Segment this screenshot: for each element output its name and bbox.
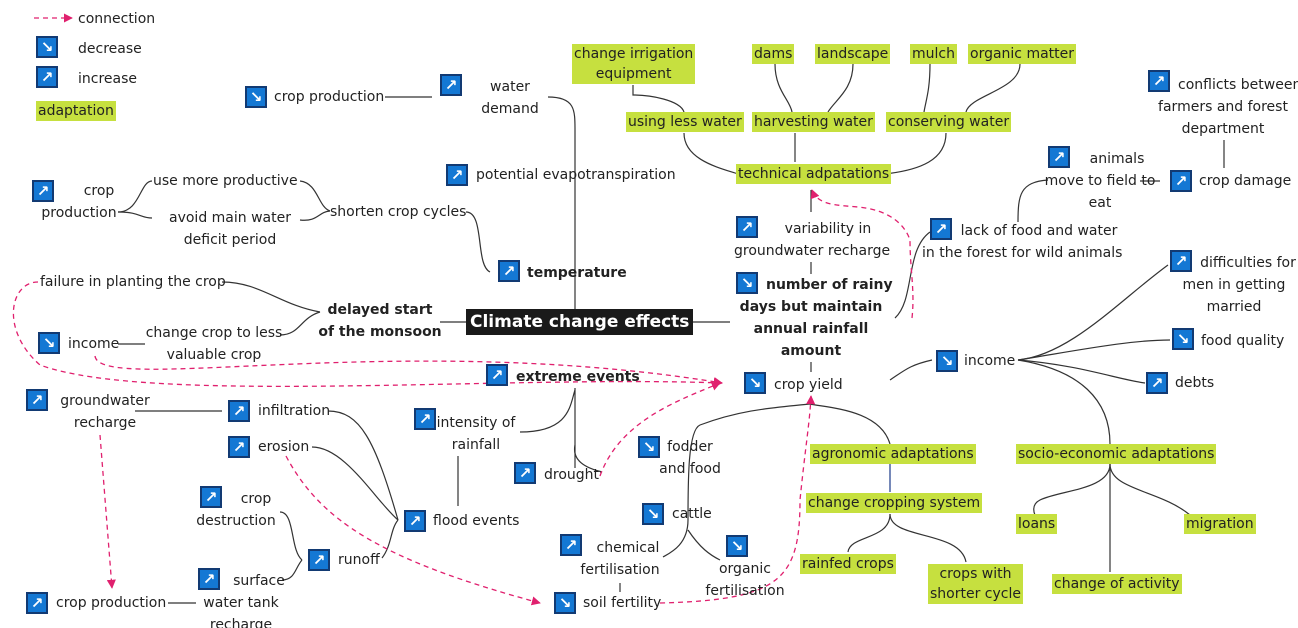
- legend-adaptation-label: adaptation: [36, 101, 116, 121]
- node-chemical-fert: chemical fertilisation: [580, 540, 660, 578]
- node-change-activity: change of activity: [1052, 574, 1182, 594]
- node-rainy-days: number of rainy days but maintain annual…: [739, 277, 893, 359]
- node-crop-destruction: crop destruction: [196, 491, 276, 529]
- arrow-down-right-icon: ↘: [936, 350, 958, 372]
- node-crop-production-left: crop production: [41, 183, 117, 221]
- node-avoid-deficit: avoid main water deficit period: [169, 210, 291, 248]
- arrow-up-right-icon: ↗: [1170, 250, 1192, 272]
- arrow-up-right-icon: ↗: [486, 364, 508, 386]
- node-extreme-events: extreme events: [516, 369, 640, 385]
- node-change-crop: change crop to less valuable crop: [145, 325, 283, 363]
- arrow-down-right-icon: ↘: [36, 36, 58, 58]
- arrow-down-right-icon: ↘: [38, 332, 60, 354]
- arrow-up-right-icon: ↗: [514, 462, 536, 484]
- arrow-up-right-icon: ↗: [26, 389, 48, 411]
- arrow-up-right-icon: ↗: [404, 510, 426, 532]
- node-conflicts: conflicts between farmers and forest dep…: [1158, 77, 1298, 137]
- node-dams: dams: [752, 44, 795, 64]
- node-harvesting-water: harvesting water: [752, 112, 875, 132]
- arrow-up-right-icon: ↗: [200, 486, 222, 508]
- node-intensity-rainfall: intensity of rainfall: [436, 415, 516, 453]
- arrow-up-right-icon: ↗: [198, 568, 220, 590]
- arrow-up-right-icon: ↗: [560, 534, 582, 556]
- node-mulch: mulch: [910, 44, 957, 64]
- arrow-up-right-icon: ↗: [736, 216, 758, 238]
- node-use-more-productive: use more productive: [153, 173, 298, 189]
- node-variability-groundwater: variability in groundwater recharge: [734, 221, 891, 259]
- arrow-up-right-icon: ↗: [1148, 70, 1170, 92]
- node-lack-food: lack of food and water in the forest for…: [922, 223, 1123, 261]
- arrow-up-right-icon: ↗: [36, 66, 58, 88]
- arrow-up-right-icon: ↗: [228, 436, 250, 458]
- node-difficulties-men: difficulties for men in getting married: [1182, 255, 1296, 315]
- arrow-up-right-icon: ↗: [1048, 146, 1070, 168]
- node-erosion: erosion: [258, 439, 310, 455]
- node-crop-yield: crop yield: [774, 377, 843, 393]
- central-node: Climate change effects: [466, 309, 694, 335]
- legend-increase-label: increase: [78, 71, 138, 87]
- node-change-cropping: change cropping system: [806, 493, 983, 513]
- arrow-down-right-icon: ↘: [642, 503, 664, 525]
- node-soil-fertility: soil fertility: [583, 595, 662, 611]
- node-technical-adaptations: technical adpatations: [736, 164, 892, 184]
- arrow-up-right-icon: ↗: [930, 218, 952, 240]
- node-conserving-water: conserving water: [886, 112, 1012, 132]
- node-landscape: landscape: [815, 44, 891, 64]
- node-shorten-cycles: shorten crop cycles: [330, 204, 467, 220]
- arrow-up-right-icon: ↗: [440, 74, 462, 96]
- node-organic-fert: organic fertilisation: [705, 561, 785, 599]
- arrow-up-right-icon: ↗: [498, 260, 520, 282]
- node-surface-tank: surface water tank recharge: [203, 573, 285, 628]
- node-animals-move: animals move to field to eat: [1044, 151, 1156, 211]
- arrow-down-right-icon: ↘: [726, 535, 748, 557]
- node-using-less-water: using less water: [626, 112, 744, 132]
- arrow-up-right-icon: ↗: [228, 400, 250, 422]
- node-delayed-monsoon: delayed start of the monsoon: [318, 302, 442, 340]
- node-shorter-cycle: crops with shorter cycle: [928, 564, 1023, 604]
- node-crop-production-top: crop production: [274, 89, 385, 105]
- node-fodder-food: fodder and food: [659, 439, 721, 477]
- node-failure-planting: failure in planting the crop: [40, 274, 226, 290]
- node-runoff: runoff: [338, 552, 380, 568]
- node-potential-evapotranspiration: potential evapotranspiration: [476, 167, 676, 183]
- arrow-up-right-icon: ↗: [32, 180, 54, 202]
- node-socio-economic: socio-economic adaptations: [1016, 444, 1217, 464]
- node-organic-matter: organic matter: [968, 44, 1077, 64]
- arrow-down-right-icon: ↘: [744, 372, 766, 394]
- node-water-demand: water demand: [481, 79, 539, 117]
- node-agronomic-adaptations: agronomic adaptations: [810, 444, 976, 464]
- arrow-up-right-icon: ↗: [1146, 372, 1168, 394]
- arrow-up-right-icon: ↗: [308, 549, 330, 571]
- arrow-up-right-icon: ↗: [26, 592, 48, 614]
- node-income-right: income: [964, 353, 1016, 369]
- node-rainfed-crops: rainfed crops: [800, 554, 896, 574]
- arrow-down-right-icon: ↘: [638, 436, 660, 458]
- node-flood-events: flood events: [433, 513, 520, 529]
- node-loans: loans: [1016, 514, 1058, 534]
- arrow-down-right-icon: ↘: [245, 86, 267, 108]
- node-temperature: temperature: [527, 265, 627, 281]
- node-groundwater-recharge: groundwater recharge: [60, 393, 150, 431]
- arrow-up-right-icon: ↗: [446, 164, 468, 186]
- arrow-down-right-icon: ↘: [1172, 328, 1194, 350]
- arrow-up-right-icon: ↗: [414, 408, 436, 430]
- node-drought: drought: [544, 467, 600, 483]
- node-cattle: cattle: [672, 506, 712, 522]
- node-crop-damage: crop damage: [1199, 173, 1292, 189]
- arrow-up-right-icon: ↗: [1170, 170, 1192, 192]
- node-change-irrigation: change irrigation equipment: [572, 44, 696, 84]
- node-debts: debts: [1175, 375, 1215, 391]
- node-food-quality: food quality: [1201, 333, 1285, 349]
- legend-decrease-label: decrease: [78, 41, 142, 57]
- node-migration: migration: [1184, 514, 1256, 534]
- arrow-down-right-icon: ↘: [554, 592, 576, 614]
- node-income-left: income: [68, 336, 120, 352]
- node-infiltration: infiltration: [258, 403, 331, 419]
- legend-connection-label: connection: [78, 11, 156, 27]
- arrow-down-right-icon: ↘: [736, 272, 758, 294]
- node-crop-production-bottom: crop production: [56, 595, 167, 611]
